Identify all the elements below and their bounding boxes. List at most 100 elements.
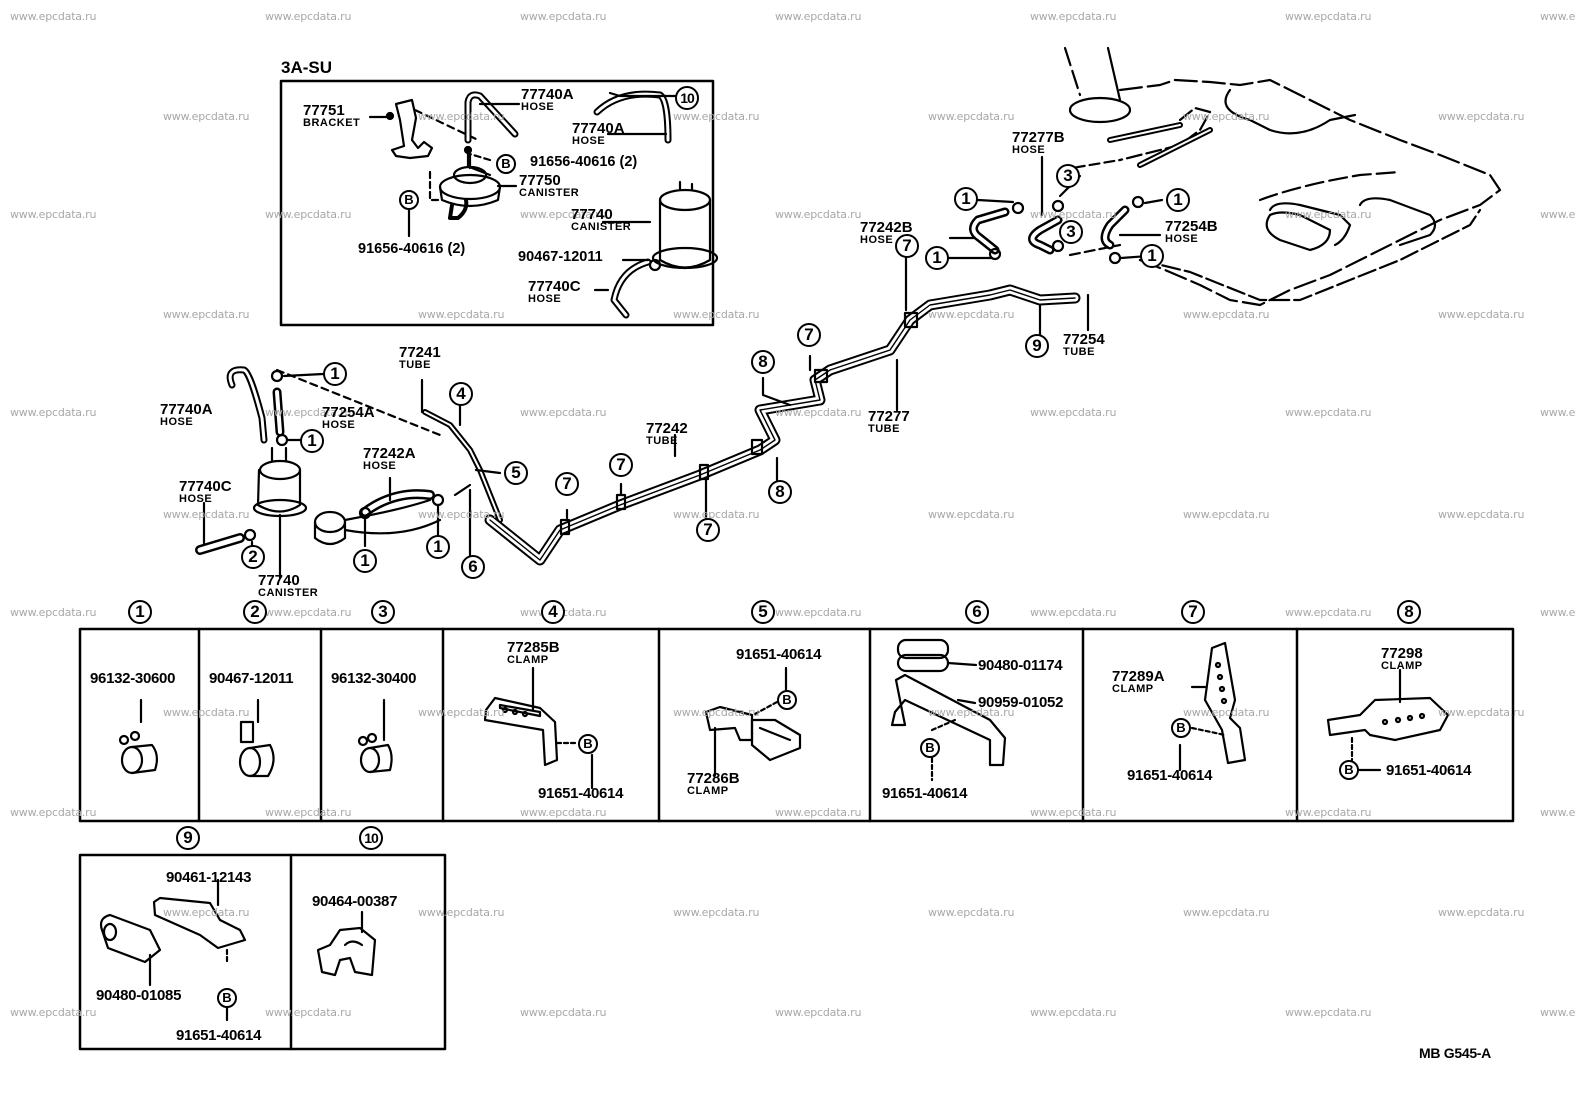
clamp-77289a-drawing <box>1178 641 1247 772</box>
watermark-text: www.epcdata.ru <box>418 706 505 719</box>
part-number[interactable]: 91651-40614 <box>1386 762 1472 779</box>
part-number: 77242B <box>860 219 913 236</box>
callout-10[interactable]: 10 <box>675 86 699 110</box>
watermark-text: www.epcdata.ru <box>1285 1006 1372 1019</box>
part-label[interactable]: 77740 CANISTER <box>258 573 318 599</box>
detail-header-7[interactable]: 7 <box>1181 600 1205 624</box>
detail-header-4[interactable]: 4 <box>541 600 565 624</box>
part-label[interactable]: 77751 BRACKET <box>303 103 360 129</box>
callout-5[interactable]: 5 <box>504 461 528 485</box>
part-number[interactable]: 90959-01052 <box>978 694 1064 711</box>
callout-1[interactable]: 1 <box>300 429 324 453</box>
callout-1[interactable]: 1 <box>925 246 949 270</box>
watermark-text: www.epcdata.ru <box>775 406 862 419</box>
part-label[interactable]: 77740A HOSE <box>572 121 625 147</box>
part-number[interactable]: 90480-01174 <box>978 657 1063 674</box>
detail-header-1[interactable]: 1 <box>128 600 152 624</box>
part-label[interactable]: 77242 TUBE <box>646 421 688 447</box>
part-label[interactable]: 77289A CLAMP <box>1112 669 1165 695</box>
part-number[interactable]: 90480-01085 <box>96 987 182 1004</box>
part-label[interactable]: 77286B CLAMP <box>687 771 740 797</box>
part-number[interactable]: 90461-12143 <box>166 869 252 886</box>
bolt-callout[interactable]: B <box>399 190 419 210</box>
part-number[interactable]: 90464-00387 <box>312 893 398 910</box>
callout-7[interactable]: 7 <box>555 472 579 496</box>
watermark-text: www.epcdata.ru <box>1285 10 1372 23</box>
detail-header-6[interactable]: 6 <box>965 600 989 624</box>
detail-header-2[interactable]: 2 <box>243 600 267 624</box>
part-label[interactable]: 77740A HOSE <box>521 87 574 113</box>
part-number[interactable]: 91651-40614 <box>538 785 624 802</box>
part-number[interactable]: 91651-40614 <box>736 646 822 663</box>
bolt-callout[interactable]: B <box>1339 760 1359 780</box>
watermark-text: www.epcdata.ru <box>520 806 607 819</box>
watermark-text: www.epcdata.ru <box>775 1006 862 1019</box>
part-label[interactable]: 91656-40616 (2) <box>530 154 638 170</box>
part-label[interactable]: 77242A HOSE <box>363 446 416 472</box>
clamp-77285b-drawing <box>483 666 594 790</box>
callout-9[interactable]: 9 <box>1025 334 1049 358</box>
part-number[interactable]: 91651-40614 <box>882 785 968 802</box>
bolt-callout[interactable]: B <box>578 734 598 754</box>
part-number[interactable]: 90467-12011 <box>209 670 294 687</box>
bolt-callout[interactable]: B <box>1171 718 1191 738</box>
callout-3[interactable]: 3 <box>1059 220 1083 244</box>
callout-8[interactable]: 8 <box>751 350 775 374</box>
callout-7[interactable]: 7 <box>895 234 919 258</box>
callout-7[interactable]: 7 <box>696 518 720 542</box>
callout-7[interactable]: 7 <box>797 323 821 347</box>
watermark-text: www.epcdata.ru <box>1030 806 1117 819</box>
part-label[interactable]: 77277 TUBE <box>868 409 910 435</box>
part-label[interactable]: 77277B HOSE <box>1012 130 1065 156</box>
callout-6[interactable]: 6 <box>461 555 485 579</box>
callout-8[interactable]: 8 <box>768 480 792 504</box>
part-label[interactable]: 91656-40616 (2) <box>358 241 466 257</box>
part-label[interactable]: 77241 TUBE <box>399 345 441 371</box>
callout-1[interactable]: 1 <box>426 535 450 559</box>
callout-1[interactable]: 1 <box>323 362 347 386</box>
bolt-callout[interactable]: B <box>777 690 797 710</box>
callout-1[interactable]: 1 <box>1140 244 1164 268</box>
part-label[interactable]: 77285B CLAMP <box>507 640 560 666</box>
part-label[interactable]: 77740C HOSE <box>528 279 581 305</box>
callout-7[interactable]: 7 <box>609 453 633 477</box>
part-label[interactable]: 77298 CLAMP <box>1381 646 1423 672</box>
detail-header-5[interactable]: 5 <box>751 600 775 624</box>
part-label[interactable]: 77740 CANISTER <box>571 207 631 233</box>
part-label[interactable]: 77254B HOSE <box>1165 219 1218 245</box>
part-label[interactable]: 90467-12011 <box>518 249 603 265</box>
bolt-callout[interactable]: B <box>217 988 237 1008</box>
callout-4[interactable]: 4 <box>449 382 473 406</box>
part-name: CLAMP <box>507 654 549 666</box>
part-name: HOSE <box>1165 233 1199 245</box>
detail-header-8[interactable]: 8 <box>1397 600 1421 624</box>
part-label[interactable]: 77740C HOSE <box>179 479 232 505</box>
part-number[interactable]: 91651-40614 <box>176 1027 262 1044</box>
bolt-callout[interactable]: B <box>920 738 940 758</box>
part-number[interactable]: 96132-30600 <box>90 670 176 687</box>
callout-3[interactable]: 3 <box>1056 164 1080 188</box>
detail-header-10[interactable]: 10 <box>359 826 383 850</box>
part-number[interactable]: 96132-30400 <box>331 670 417 687</box>
watermark-text: www.epcdata.ru <box>10 406 97 419</box>
part-number: 77254 <box>1063 331 1105 348</box>
watermark-text: www.epcdata.ru <box>265 10 352 23</box>
part-name: CLAMP <box>1112 683 1154 695</box>
watermark-text: www.epcdata.ru <box>1540 208 1576 221</box>
watermark-text: www.epcdata.ru <box>1183 906 1270 919</box>
callout-1[interactable]: 1 <box>1166 188 1190 212</box>
part-number[interactable]: 91651-40614 <box>1127 767 1213 784</box>
part-label[interactable]: 77242B HOSE <box>860 219 913 246</box>
part-label[interactable]: 77750 CANISTER <box>519 173 579 199</box>
callout-2[interactable]: 2 <box>241 545 265 569</box>
part-name: HOSE <box>528 293 562 305</box>
part-label[interactable]: 77254A HOSE <box>322 405 375 431</box>
detail-header-3[interactable]: 3 <box>371 600 395 624</box>
callout-1[interactable]: 1 <box>954 187 978 211</box>
watermark-text: www.epcdata.ru <box>163 508 250 521</box>
part-label[interactable]: 77254 TUBE <box>1063 331 1105 358</box>
bolt-callout[interactable]: B <box>496 154 516 174</box>
callout-1[interactable]: 1 <box>353 549 377 573</box>
detail-header-9[interactable]: 9 <box>176 826 200 850</box>
part-label[interactable]: 77740A HOSE <box>160 402 213 428</box>
